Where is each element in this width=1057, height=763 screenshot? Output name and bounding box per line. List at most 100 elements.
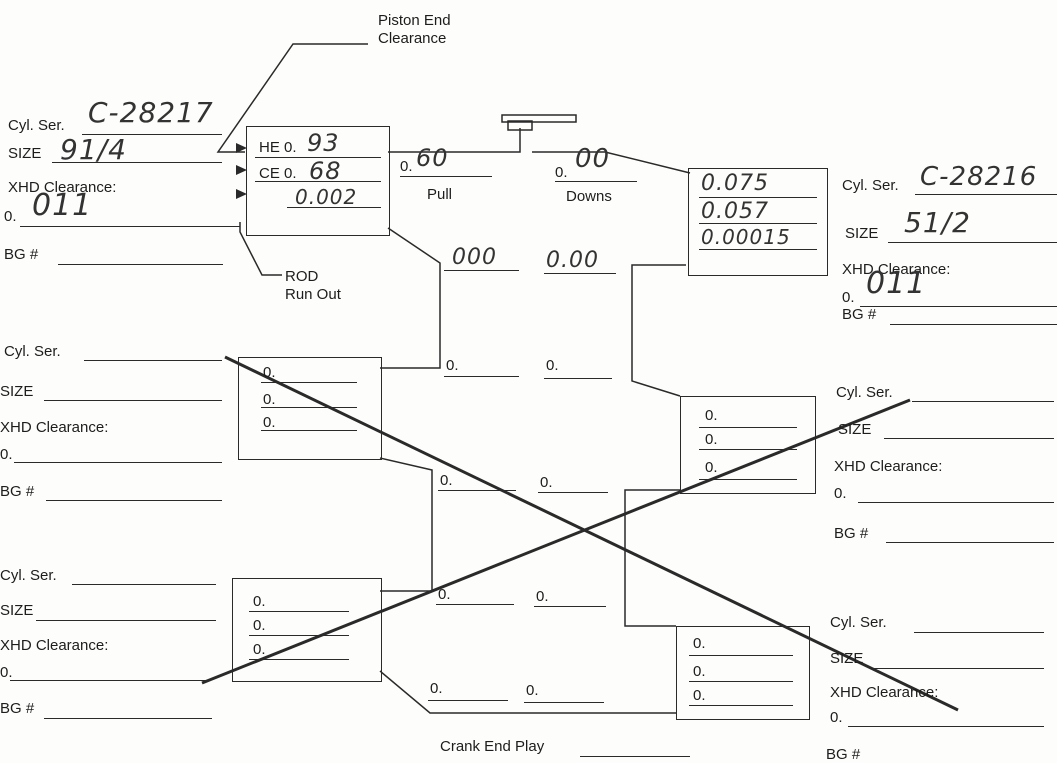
row2-right-line [544, 273, 616, 274]
cyl-ser-line[interactable] [912, 401, 1054, 402]
ml-line-1[interactable] [261, 382, 357, 383]
row3-right-line[interactable] [544, 378, 612, 379]
xhd-line [20, 226, 240, 227]
row4-right-prefix: 0. [540, 474, 553, 491]
bg-line[interactable] [46, 500, 222, 501]
downs-value[interactable]: 00 [575, 144, 611, 174]
ll-line-1[interactable] [249, 611, 349, 612]
cyl-ser-line[interactable] [914, 632, 1044, 633]
tr-value-1[interactable]: 0.075 [701, 171, 769, 196]
ml-line-2[interactable] [261, 407, 357, 408]
tr-value-3[interactable]: 0.00015 [701, 225, 791, 249]
size-line[interactable] [36, 620, 216, 621]
xhd-line[interactable] [858, 502, 1054, 503]
size-label: SIZE [8, 145, 42, 162]
mr-prefix-2: 0. [705, 431, 718, 448]
ml-line-3[interactable] [261, 430, 357, 431]
ll-line-3[interactable] [249, 659, 349, 660]
row5-left-line[interactable] [436, 604, 514, 605]
bg-line[interactable] [890, 324, 1057, 325]
pull-line [400, 176, 492, 177]
bg-label: BG # [842, 306, 877, 323]
mr-line-2[interactable] [699, 449, 797, 450]
size-line[interactable] [884, 438, 1054, 439]
xhd-clearance-label: XHD Clearance: [842, 261, 951, 278]
xhd-clearance-label: XHD Clearance: [834, 458, 943, 475]
rod-runout-value[interactable]: 0.002 [295, 185, 358, 209]
size-label: SIZE [845, 225, 879, 242]
pull-prefix: 0. [400, 158, 413, 175]
ll-line-2[interactable] [249, 635, 349, 636]
xhd-clearance-label: XHD Clearance: [8, 179, 117, 196]
he-label: HE 0. [259, 139, 297, 156]
row4-left-line[interactable] [438, 490, 516, 491]
low-right-box: 0. 0. 0. [676, 626, 810, 720]
row3-right-prefix: 0. [546, 357, 559, 374]
row5-right-prefix: 0. [536, 588, 549, 605]
he-value[interactable]: 93 [307, 129, 340, 157]
tr-line-3 [699, 249, 817, 250]
ce-line [255, 181, 381, 182]
piston-end-label: Piston End [378, 12, 451, 29]
size-line[interactable] [44, 400, 222, 401]
ce-value[interactable]: 68 [309, 157, 342, 185]
run-out-label: Run Out [285, 286, 341, 303]
ml-prefix-3: 0. [263, 414, 276, 431]
lr-line-3[interactable] [689, 705, 793, 706]
xhd-prefix: 0. [4, 208, 17, 225]
cyl-ser-label: Cyl. Ser. [4, 343, 61, 360]
cyl-ser-line[interactable] [72, 584, 216, 585]
lr-prefix-1: 0. [693, 635, 706, 652]
xhd-value[interactable]: 011 [866, 266, 927, 301]
cyl-ser-label: Cyl. Ser. [842, 177, 899, 194]
row6-left-line[interactable] [428, 700, 508, 701]
cyl-ser-label: Cyl. Ser. [830, 614, 887, 631]
size-label: SIZE [0, 383, 34, 400]
xhd-value[interactable]: 011 [32, 188, 93, 223]
bg-line[interactable] [58, 264, 223, 265]
size-line[interactable] [874, 668, 1044, 669]
xhd-line[interactable] [848, 726, 1044, 727]
xhd-clearance-label: XHD Clearance: [830, 684, 939, 701]
size-value[interactable]: 51/2 [904, 206, 971, 239]
row2-left-value[interactable]: 000 [452, 245, 497, 270]
ce-label: CE 0. [259, 165, 297, 182]
tr-line-2 [699, 223, 817, 224]
row3-left-prefix: 0. [446, 357, 459, 374]
cyl-ser-value[interactable]: C-28216 [920, 162, 1038, 192]
mr-line-3[interactable] [699, 479, 797, 480]
bg-label: BG # [4, 246, 39, 263]
tr-value-2[interactable]: 0.057 [701, 199, 769, 224]
lr-line-1[interactable] [689, 655, 793, 656]
row4-right-line[interactable] [538, 492, 608, 493]
row5-right-line[interactable] [534, 606, 606, 607]
mr-line-1[interactable] [699, 427, 797, 428]
row2-right-value[interactable]: 0.00 [546, 248, 599, 273]
cyl-ser-value[interactable]: C-28217 [88, 96, 214, 129]
bg-label: BG # [0, 483, 35, 500]
pull-value[interactable]: 60 [416, 144, 449, 172]
size-line [52, 162, 222, 163]
row2-left-line [444, 270, 519, 271]
bg-line[interactable] [44, 718, 212, 719]
size-value[interactable]: 91/4 [60, 133, 127, 166]
xhd-prefix: 0. [842, 289, 855, 306]
xhd-prefix: 0. [0, 664, 13, 681]
row6-right-line[interactable] [524, 702, 604, 703]
ll-prefix-2: 0. [253, 617, 266, 634]
tr-line-1 [699, 197, 817, 198]
size-line [888, 242, 1057, 243]
lr-prefix-3: 0. [693, 687, 706, 704]
bg-line[interactable] [886, 542, 1054, 543]
bg-label: BG # [826, 746, 861, 763]
row6-left-prefix: 0. [430, 680, 443, 697]
xhd-line[interactable] [14, 462, 222, 463]
lr-line-2[interactable] [689, 681, 793, 682]
row3-left-line[interactable] [444, 376, 519, 377]
xhd-line[interactable] [10, 680, 210, 681]
downs-prefix: 0. [555, 164, 568, 181]
bg-label: BG # [834, 525, 869, 542]
cyl-ser-line[interactable] [84, 360, 222, 361]
xhd-prefix: 0. [830, 709, 843, 726]
crank-end-play-line [580, 756, 690, 757]
